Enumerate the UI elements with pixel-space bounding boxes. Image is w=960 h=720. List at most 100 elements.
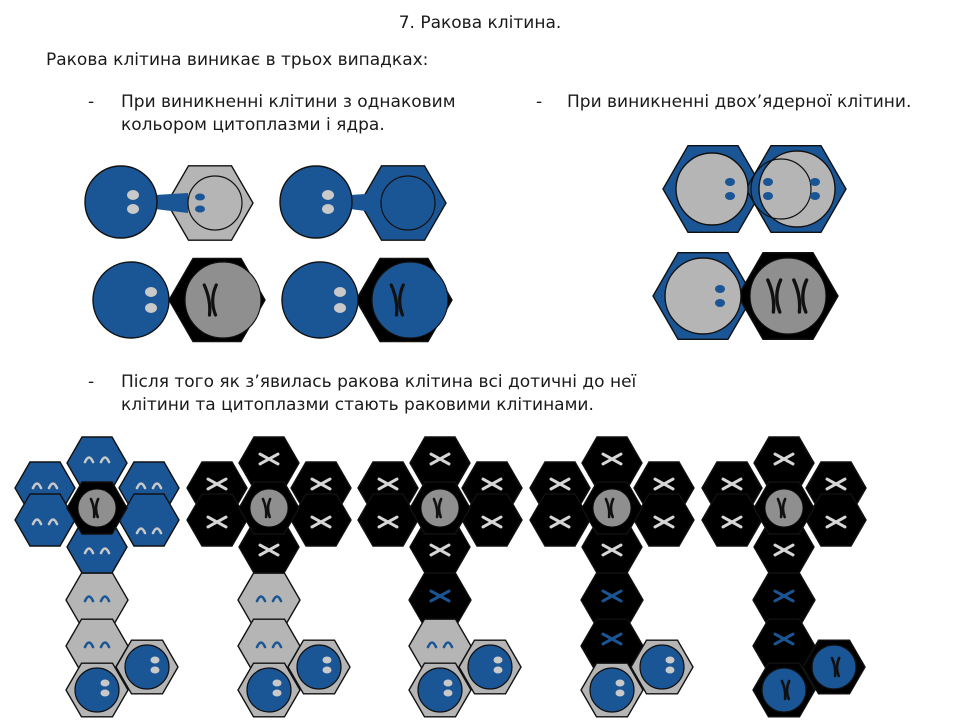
organelle-icon [99, 595, 111, 603]
nucleus-icon [187, 175, 243, 231]
nucleolus-icon [272, 679, 282, 687]
nucleolus-icon [715, 299, 725, 307]
case-3-line-1: Після того як з’явилась ракова клітина в… [121, 372, 637, 392]
hexagon-cell [66, 436, 128, 490]
organelle-icon [135, 482, 147, 490]
hexagon-cell [238, 436, 300, 490]
blue-cell [281, 261, 359, 339]
hexagon-cell [186, 493, 248, 547]
blue-cell [74, 667, 120, 713]
nucleolus-icon [145, 303, 157, 313]
nucleolus-icon [272, 689, 282, 697]
nucleus-outline [750, 158, 812, 220]
organelle-icon [271, 595, 283, 603]
nucleolus-icon [334, 303, 346, 313]
organelle-icon [83, 641, 95, 649]
hexagon-cell [581, 436, 643, 490]
chromosome-icon [258, 452, 280, 466]
nucleolus-icon [665, 656, 675, 664]
chromosome-icon [766, 278, 776, 314]
nucleolus-icon [443, 689, 453, 697]
nucleus-icon [380, 175, 436, 231]
hexagon-cell [753, 436, 815, 490]
nucleolus-icon [334, 287, 346, 297]
intro-text: Ракова клітина виникає в трьох випадках: [46, 50, 429, 70]
case-3-line-2: клітини та цитоплазми стають раковими кл… [121, 395, 594, 415]
organelle-icon [151, 527, 163, 535]
chromosome-icon [206, 515, 228, 529]
case-1-marker: - [88, 92, 95, 112]
chromosome-icon [211, 283, 218, 317]
organelle-icon [83, 456, 95, 464]
organelle-icon [255, 595, 267, 603]
hexagon-cell [409, 436, 471, 490]
case-2-line-1: При виникненні двох’ядерної клітини. [567, 92, 912, 112]
hexagon-cell [701, 493, 763, 547]
hexagon-cell [14, 493, 76, 547]
organelle-icon [99, 456, 111, 464]
nucleolus-icon [725, 192, 735, 200]
nucleolus-icon [127, 204, 139, 214]
blue-cell [467, 644, 513, 690]
nucleolus-icon [127, 190, 139, 200]
chromosome-icon [773, 632, 795, 646]
organelle-icon [83, 547, 95, 555]
nucleolus-icon [322, 204, 334, 214]
chromosome-icon [601, 632, 623, 646]
nucleolus-icon [715, 285, 725, 293]
organelle-icon [271, 641, 283, 649]
chromosome-icon [609, 497, 615, 519]
chromosome-icon [429, 543, 451, 557]
nucleolus-icon [493, 666, 503, 674]
chromosome-icon [781, 497, 787, 519]
blue-cell [92, 261, 170, 339]
blue-cell [124, 644, 170, 690]
blue-cell [639, 644, 685, 690]
organelle-icon [31, 518, 43, 526]
nucleus-icon [758, 150, 836, 228]
nucleus-icon [371, 261, 449, 339]
case-3-marker: - [88, 372, 95, 392]
chromosome-icon [776, 497, 783, 519]
chromosome-icon [549, 515, 571, 529]
chromosome-icon [310, 477, 332, 491]
chromosome-icon [785, 679, 791, 701]
chromosome-icon [721, 477, 743, 491]
nucleolus-icon [150, 656, 160, 664]
chromosome-icon [653, 515, 675, 529]
organelle-icon [31, 482, 43, 490]
organelle-icon [135, 527, 147, 535]
chromosome-icon [825, 477, 847, 491]
nucleolus-icon [725, 178, 735, 186]
nucleus-icon [184, 261, 262, 339]
organelle-icon [83, 595, 95, 603]
chromosome-icon [481, 515, 503, 529]
nucleolus-icon [100, 679, 110, 687]
chromosome-icon [432, 497, 439, 519]
chromosome-icon [89, 497, 96, 519]
case-2-marker: - [536, 92, 543, 112]
chromosome-icon [398, 283, 405, 317]
nucleolus-icon [615, 679, 625, 687]
organelle-icon [47, 482, 59, 490]
chromosome-icon [721, 515, 743, 529]
chromosome-icon [601, 589, 623, 603]
chromosome-icon [773, 589, 795, 603]
nucleolus-icon [322, 666, 332, 674]
chromosome-icon [310, 515, 332, 529]
nucleolus-icon [615, 689, 625, 697]
chromosome-icon [202, 283, 212, 317]
nucleus-icon [675, 152, 749, 226]
page-title: 7. Ракова клітина. [398, 13, 562, 33]
chromosome-icon [773, 452, 795, 466]
chromosome-icon [775, 278, 783, 314]
chromosome-icon [481, 477, 503, 491]
chromosome-icon [604, 497, 611, 519]
nucleolus-icon [150, 666, 160, 674]
chromosome-icon [94, 497, 100, 519]
case-1-line-2: кольором цитоплазми і ядра. [121, 115, 385, 135]
organelle-icon [47, 518, 59, 526]
chromosome-icon [549, 477, 571, 491]
nucleolus-icon [665, 666, 675, 674]
cell-bridge [155, 193, 188, 213]
